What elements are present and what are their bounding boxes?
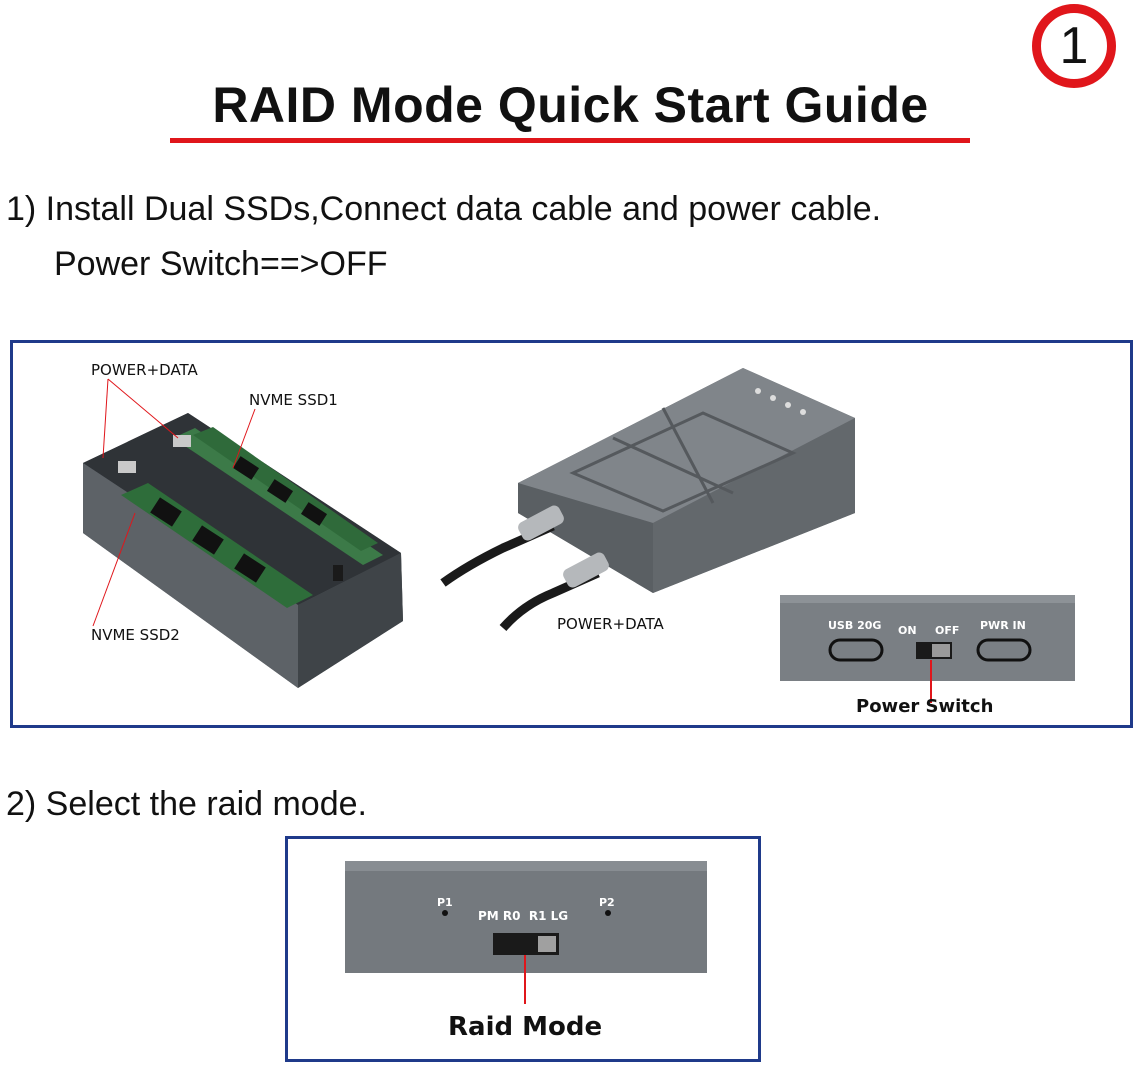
label-power-data-top: POWER+DATA — [91, 361, 198, 379]
label-raid-mode: Raid Mode — [448, 1012, 603, 1042]
closed-enclosure — [518, 368, 855, 593]
title-underline — [170, 138, 970, 143]
label-nvme-ssd2: NVME SSD2 — [91, 626, 180, 644]
switch-label-on: ON — [898, 624, 917, 637]
usb-cables — [440, 505, 609, 632]
label-nvme-ssd1: NVME SSD1 — [249, 391, 338, 409]
switch-label-off: OFF — [935, 624, 960, 637]
step1-instruction: 1) Install Dual SSDs,Connect data cable … — [6, 190, 882, 228]
label-power-switch: Power Switch — [856, 696, 994, 717]
rear-port-panel — [780, 595, 1075, 681]
step-number: 1 — [1059, 17, 1089, 75]
port-label-usb: USB 20G — [828, 619, 882, 632]
step2-instruction: 2) Select the raid mode. — [6, 785, 367, 823]
figure-installation: POWER+DATA NVME SSD1 NVME SSD2 POWER+DAT… — [10, 340, 1133, 728]
label-power-data-bottom: POWER+DATA — [557, 615, 664, 633]
page-title: RAID Mode Quick Start Guide — [212, 77, 929, 133]
installation-illustration — [83, 368, 1075, 703]
raid-mode-options: PM R0 R1 LG — [478, 909, 569, 923]
port-label-p2: P2 — [599, 896, 615, 909]
open-enclosure — [83, 413, 403, 688]
figure-raid-mode: P1 P2 PM R0 R1 LG Raid Mode — [285, 836, 761, 1062]
port-label-p1: P1 — [437, 896, 453, 909]
port-label-pwr: PWR IN — [980, 619, 1026, 632]
step1-power-switch-note: Power Switch==>OFF — [54, 245, 388, 283]
step-number-badge: 1 — [1032, 4, 1116, 88]
raid-switch-illustration — [345, 861, 707, 1004]
